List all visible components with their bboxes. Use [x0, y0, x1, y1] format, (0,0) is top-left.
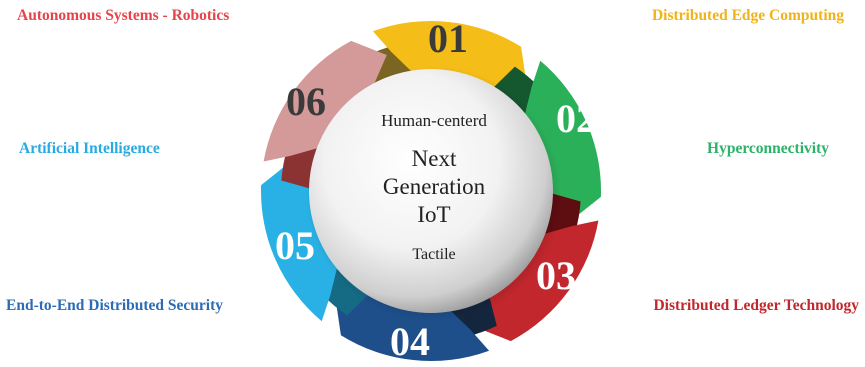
label-distributed-edge-computing: Distributed Edge Computing	[651, 7, 844, 24]
center-title-line3: IoT	[417, 202, 450, 227]
center-bottom-text: Tactile	[412, 246, 455, 263]
center-title-line2: Generation	[383, 174, 486, 199]
label-end-to-end-security: End-to-End Distributed Security	[6, 297, 224, 314]
segment-03	[475, 220, 599, 342]
label-distributed-ledger: Distributed Ledger Technology	[653, 297, 859, 314]
segment-02	[523, 60, 602, 221]
center-sphere	[309, 69, 553, 313]
center-top-text: Human-centerd	[381, 111, 487, 130]
segment-05	[260, 161, 339, 322]
label-autonomous-systems: Autonomous Systems - Robotics	[17, 7, 230, 24]
segment-04	[335, 293, 490, 361]
segment-number-05: 05	[275, 223, 315, 268]
label-hyperconnectivity: Hyperconnectivity	[707, 140, 829, 157]
segment-06	[263, 40, 387, 162]
segment-number-06: 06	[286, 79, 326, 124]
segment-01	[372, 21, 527, 89]
segment-number-02: 02	[556, 96, 596, 141]
center-title-line1: Next	[412, 146, 457, 171]
label-artificial-intelligence: Artificial Intelligence	[19, 140, 160, 157]
segment-number-01: 01	[428, 16, 468, 61]
segment-number-04: 04	[390, 319, 430, 364]
